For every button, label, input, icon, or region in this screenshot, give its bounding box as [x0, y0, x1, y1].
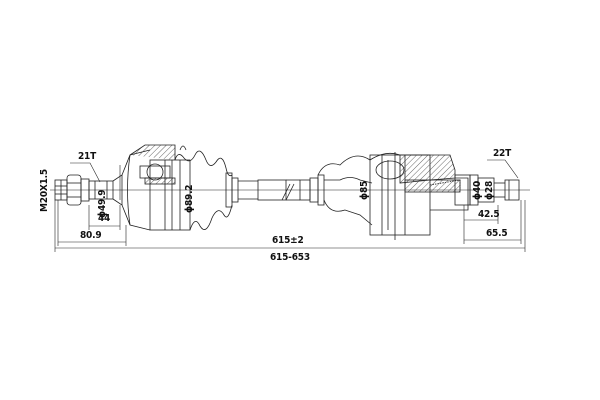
inner-cv-joint — [309, 152, 471, 240]
length-80-9-label: 80.9 — [80, 230, 102, 241]
length-range-label: 615-653 — [270, 252, 310, 263]
dimension-lines — [54, 159, 526, 252]
outer-cv-joint — [121, 144, 191, 231]
shaft — [238, 179, 311, 201]
right-spline-teeth-label: 22T — [493, 148, 512, 159]
right-diameter-28-label: ϕ28 — [484, 180, 495, 200]
overall-length-label: 615±2 — [272, 235, 304, 246]
right-stub — [469, 174, 520, 206]
length-42-5-label: 42.5 — [478, 209, 500, 220]
thread-spec-label: M20X1.5 — [39, 169, 50, 212]
length-44-label: 44 — [98, 213, 111, 224]
boot-diameter-label: ϕ85 — [359, 180, 370, 200]
joint-diameter-label: ϕ89.2 — [184, 184, 195, 213]
right-diameter-40-label: ϕ40 — [472, 180, 483, 200]
left-boot — [174, 145, 239, 231]
left-spline-teeth-label: 21T — [78, 151, 97, 162]
length-65-5-label: 65.5 — [486, 228, 508, 239]
left-thread-stub — [54, 149, 151, 231]
